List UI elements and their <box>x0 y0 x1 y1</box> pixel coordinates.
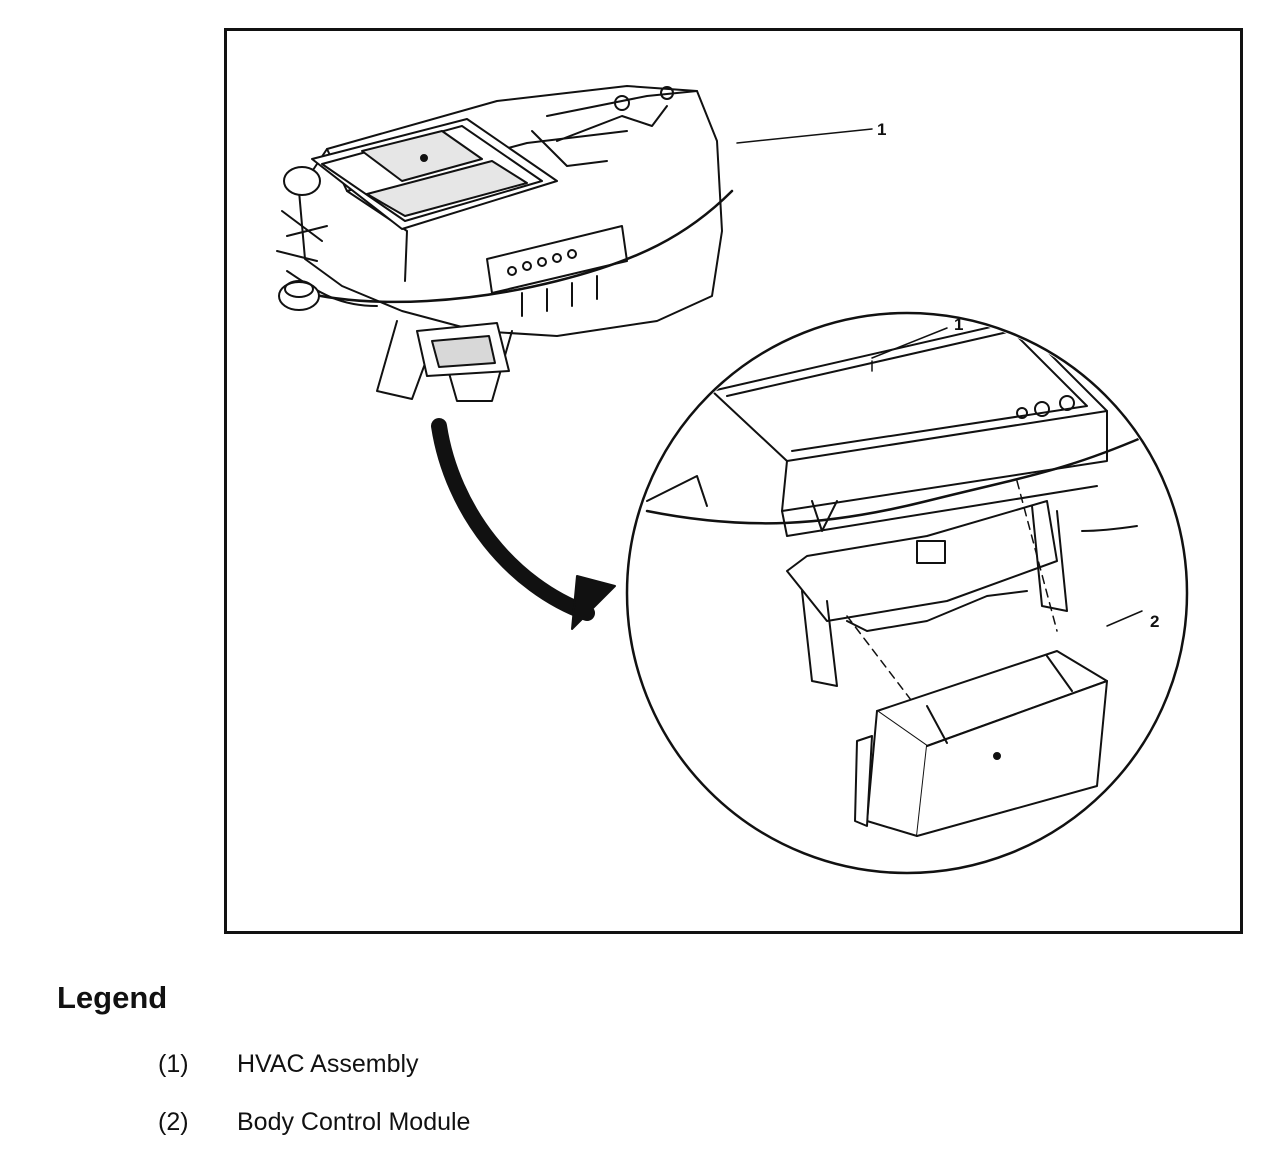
legend-item-number: (2) <box>158 1108 189 1136</box>
legend-item-1: (1) HVAC Assembly <box>0 1050 700 1084</box>
hvac-assembly-drawing <box>276 85 734 402</box>
hvac-diagram-illustration: 1 1 2 <box>276 85 1189 875</box>
legend-title: Legend <box>57 980 168 1015</box>
callout-1-detail: 1 <box>954 315 963 334</box>
legend-item-label: Body Control Module <box>237 1108 471 1136</box>
diagram-figure-frame: 1 1 2 <box>224 28 1243 934</box>
legend-item-2: (2) Body Control Module <box>0 1108 700 1142</box>
legend-item-number: (1) <box>158 1050 189 1078</box>
callout-1-top: 1 <box>877 120 886 139</box>
detail-view-drawing <box>645 320 1159 837</box>
callout-2-detail: 2 <box>1150 612 1159 631</box>
legend-item-label: HVAC Assembly <box>237 1050 419 1078</box>
